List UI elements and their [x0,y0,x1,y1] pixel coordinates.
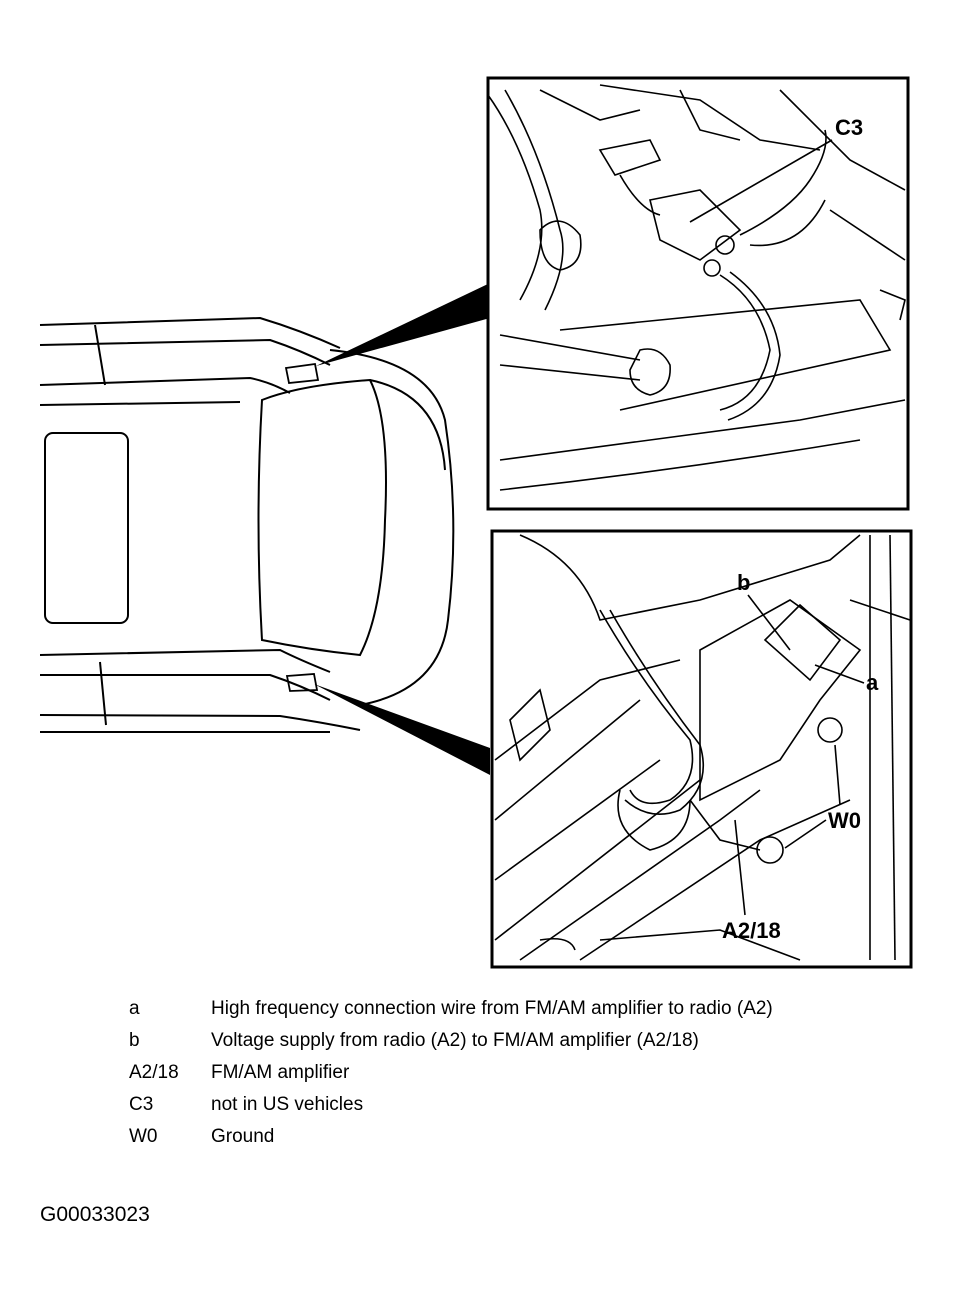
callout-c3: C3 [835,115,863,140]
callout-w0: W0 [828,808,861,833]
legend-row: A2/18 FM/AM amplifier [129,1060,849,1086]
legend-key: A2/18 [129,1062,179,1083]
legend: a High frequency connection wire from FM… [129,996,849,1156]
legend-row: C3 not in US vehicles [129,1092,849,1118]
legend-key: b [129,1030,140,1051]
legend-key: a [129,998,140,1019]
legend-row: W0 Ground [129,1124,849,1150]
detail-panel-top: C3 [486,76,910,511]
legend-description: FM/AM amplifier [211,1062,350,1083]
legend-description: not in US vehicles [211,1094,364,1115]
figure-id: G00033023 [40,1203,150,1226]
detail-panel-bottom: b a W0 A2/18 [490,529,913,969]
callout-a: a [866,670,879,695]
callout-a2-18: A2/18 [722,918,781,943]
legend-description: Voltage supply from radio (A2) to FM/AM … [211,1030,699,1051]
legend-key: W0 [129,1126,158,1147]
callout-b: b [737,570,750,595]
legend-row: a High frequency connection wire from FM… [129,996,849,1022]
leader-wedges [314,283,490,775]
car-rear-top-view [39,316,455,733]
legend-description: Ground [211,1126,275,1147]
legend-row: b Voltage supply from radio (A2) to FM/A… [129,1028,849,1054]
legend-description: High frequency connection wire from FM/A… [211,998,773,1019]
legend-key: C3 [129,1094,154,1115]
